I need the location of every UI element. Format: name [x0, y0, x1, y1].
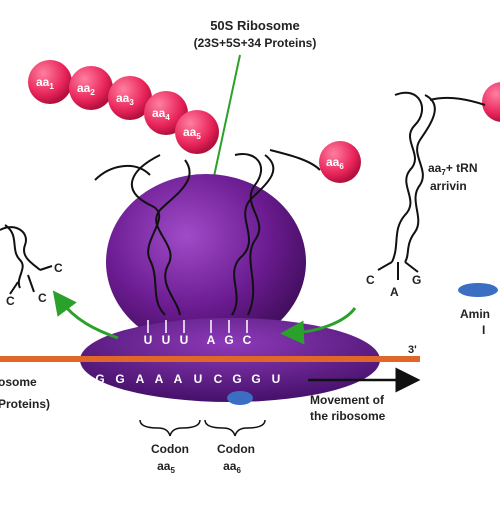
mrna-base: G	[232, 372, 241, 386]
codon-aa: aa5	[157, 459, 175, 475]
right-partial-1: Amin	[460, 307, 490, 321]
entry-arrow	[280, 307, 357, 345]
incoming-base: C	[366, 273, 375, 287]
anticodon-row: U U U A G C	[144, 333, 252, 347]
anticodon-base: U	[162, 333, 171, 347]
mrna-base: A	[174, 372, 183, 386]
ribosome-title: 50S Ribosome	[210, 18, 300, 33]
right-partial-2: I	[482, 323, 485, 337]
anticodon-base: G	[224, 333, 233, 347]
anticodon-base: C	[243, 333, 252, 347]
amino-acid-ball	[175, 110, 219, 154]
exit-arrow	[52, 290, 119, 340]
amino-acid-label: aa2	[77, 81, 95, 97]
codon-brace	[204, 419, 266, 437]
mrna-base: G	[251, 372, 260, 386]
mrna-base: A	[136, 372, 145, 386]
left-partial-2: Proteins)	[0, 397, 50, 411]
trna-exiting	[0, 224, 53, 295]
mrna-base: G	[95, 372, 104, 386]
mrna-base: G	[115, 372, 124, 386]
title-pointer-line	[209, 54, 241, 196]
mrna-base: U	[194, 372, 203, 386]
left-partial-1: osome	[0, 375, 37, 389]
mrna-base: A	[155, 372, 164, 386]
base-pair-ticks	[147, 320, 248, 333]
amino-acid-label: aa4	[152, 106, 170, 122]
ribosome-composition: (23S+5S+34 Proteins)	[194, 36, 317, 50]
incoming-label-2: arrivin	[430, 179, 467, 193]
movement-label-1: Movement of	[310, 393, 385, 407]
codon-label: Codon	[151, 442, 189, 456]
codon-label: Codon	[217, 442, 255, 456]
amino-acid-ball	[28, 60, 72, 104]
trna-incoming	[377, 91, 486, 280]
mrna-strand	[0, 356, 420, 362]
codon-brace	[139, 419, 201, 437]
amino-acid-ball	[108, 76, 152, 120]
mrna-base: U	[272, 372, 281, 386]
anticodon-base: U	[180, 333, 189, 347]
incoming-base: A	[390, 285, 399, 299]
mrna-sequence: G G A A A U C G G U	[95, 372, 280, 386]
codon-aa: aa6	[223, 459, 241, 475]
movement-label-2: the ribosome	[310, 409, 386, 423]
incoming-base: G	[412, 273, 421, 287]
incoming-label-1: aa7+ tRN	[428, 161, 477, 177]
amino-acid-free	[319, 141, 361, 183]
exiting-base: C	[54, 261, 63, 275]
amino-acid-chain: aa1 aa2 aa3 aa4 aa5	[28, 60, 219, 154]
amino-acid-label: aa1	[36, 75, 54, 91]
trna-right	[231, 149, 321, 316]
exiting-base: C	[38, 291, 47, 305]
amino-acid-label: aa5	[183, 125, 201, 141]
trna-left	[94, 154, 191, 316]
anticodon-base: A	[207, 333, 216, 347]
amino-acid-partial	[482, 82, 500, 122]
amino-acid-free-label: aa6	[326, 155, 344, 171]
anticodon-base: U	[144, 333, 153, 347]
amino-acid-label: aa3	[116, 91, 134, 107]
blue-oval-right	[458, 283, 498, 297]
amino-acid-ball	[69, 66, 113, 110]
blue-oval	[227, 391, 253, 405]
exiting-base: C	[6, 294, 15, 308]
three-prime-label: 3'	[408, 344, 417, 356]
mrna-base: C	[214, 372, 223, 386]
